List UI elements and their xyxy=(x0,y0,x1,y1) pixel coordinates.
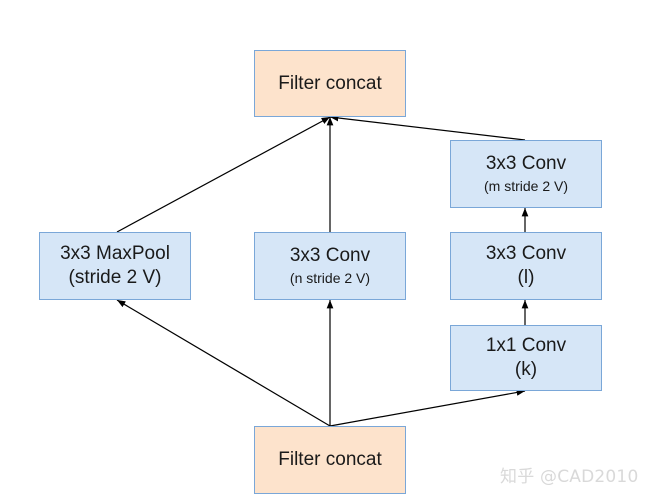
conv-m-node: 3x3 Conv (m stride 2 V) xyxy=(450,140,602,208)
node-label: 3x3 MaxPool xyxy=(60,243,170,264)
edge-bottom-to-conv-k xyxy=(329,389,526,427)
node-label: Filter concat xyxy=(278,72,382,94)
node-label: Filter concat xyxy=(278,449,382,470)
maxpool-node: 3x3 MaxPool (stride 2 V) xyxy=(39,232,191,300)
conv-l-node: 3x3 Conv (l) xyxy=(450,232,602,300)
conv-k-node: 1x1 Conv (k) xyxy=(450,325,602,391)
filter-concat-bottom-node: Filter concat xyxy=(254,426,406,494)
filter-concat-top-node: Filter concat xyxy=(254,50,406,117)
conv-n-node: 3x3 Conv (n stride 2 V) xyxy=(254,232,406,300)
watermark: 知乎 @CAD2010 xyxy=(500,467,639,487)
edge-conv-m-to-top xyxy=(329,114,526,141)
node-sublabel: (m stride 2 V) xyxy=(483,178,568,194)
node-sublabel: (k) xyxy=(514,359,538,380)
node-label: 3x3 Conv xyxy=(289,245,371,266)
edge-bottom-to-maxpool xyxy=(116,299,331,427)
node-sublabel: (stride 2 V) xyxy=(68,267,162,288)
edge-maxpool-to-top xyxy=(116,116,331,233)
node-label: 1x1 Conv xyxy=(485,335,567,356)
node-label: 3x3 Conv xyxy=(485,153,567,174)
node-label: 3x3 Conv xyxy=(485,243,567,264)
node-sublabel: (n stride 2 V) xyxy=(289,270,371,286)
node-sublabel: (l) xyxy=(517,267,535,288)
